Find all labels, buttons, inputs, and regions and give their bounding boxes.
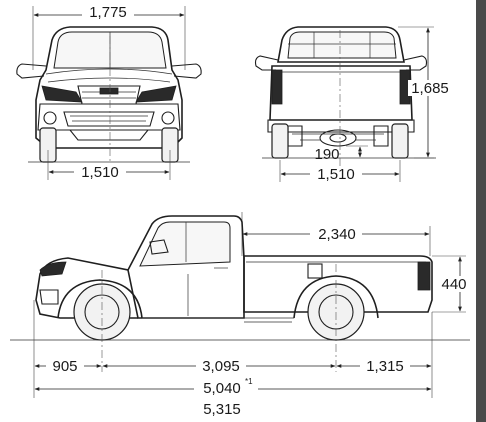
bed-length-label: 2,340	[318, 226, 356, 243]
overall-length-footnote: *1	[245, 377, 253, 386]
ground-clearance-label: 190	[314, 146, 339, 163]
rear-track-label: 1,510	[317, 166, 355, 183]
front-view: 1,775	[16, 4, 202, 181]
side-view: 2,340 440	[10, 212, 472, 418]
front-track-label: 1,510	[81, 164, 119, 181]
rear-overhang-label: 1,315	[366, 358, 404, 375]
wheelbase-label: 3,095	[202, 358, 240, 375]
overall-length-label: 5,040	[203, 380, 241, 397]
front-overall-width-label: 1,775	[89, 4, 127, 21]
rear-view: 1,685 190 1,510	[254, 26, 452, 183]
right-edge-bar	[476, 0, 486, 422]
overall-length-alt-label: 5,315	[203, 401, 241, 418]
bed-height-label: 440	[441, 276, 466, 293]
front-overhang-label: 905	[52, 358, 77, 375]
rear-height-label: 1,685	[411, 80, 449, 97]
